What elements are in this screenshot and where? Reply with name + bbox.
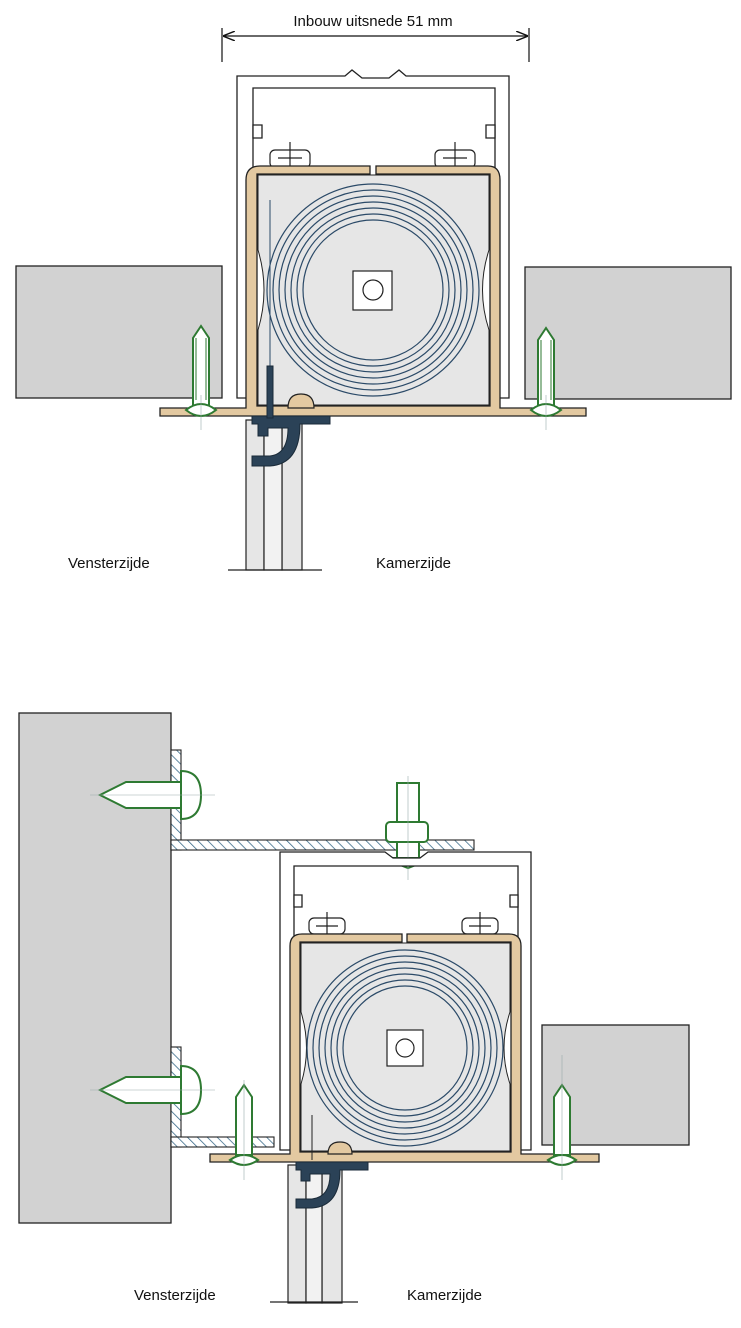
cassette-frame-bottom	[209, 933, 600, 1163]
wall-screw-lower	[90, 1064, 215, 1116]
bottom-clip	[251, 365, 331, 467]
roller-axle-bottom	[386, 1029, 424, 1067]
screw-right	[529, 326, 563, 430]
mounting-bolt-left	[269, 142, 311, 186]
label-window-side-bottom: Vensterzijde	[134, 1287, 216, 1304]
seal-bump-bottom	[327, 1141, 353, 1155]
label-window-side: Vensterzijde	[68, 555, 150, 572]
cassette-frame	[159, 165, 587, 417]
wall-screw-upper	[90, 769, 215, 821]
dimension-label: Inbouw uitsnede 51 mm	[293, 13, 452, 30]
label-room-side-bottom: Kamerzijde	[407, 1287, 482, 1304]
dimension-line: Inbouw uitsnede 51 mm	[221, 13, 530, 62]
ceiling-screw-right	[546, 1055, 578, 1180]
roller-axle	[352, 270, 393, 311]
seal-bump	[287, 393, 315, 409]
bottom-mounting-diagram: Vensterzijde Kamerzijde	[18, 712, 690, 1304]
window-glass-profile-bottom	[270, 1164, 358, 1304]
coil-spring	[266, 183, 480, 397]
mounting-bolt-left-bottom	[308, 912, 346, 952]
ceiling-screw-left	[228, 1080, 260, 1180]
screw-left	[184, 324, 218, 430]
ceiling-block-right	[524, 266, 732, 400]
top-mounting-diagram: Inbouw uitsnede 51 mm	[15, 13, 732, 572]
label-room-side: Kamerzijde	[376, 555, 451, 572]
bottom-clip-lower	[295, 1161, 369, 1209]
ceiling-block-left	[15, 265, 223, 399]
mounting-bolt-right-bottom	[461, 912, 499, 952]
coil-spring-bottom	[306, 949, 504, 1147]
window-glass-profile	[228, 419, 322, 571]
